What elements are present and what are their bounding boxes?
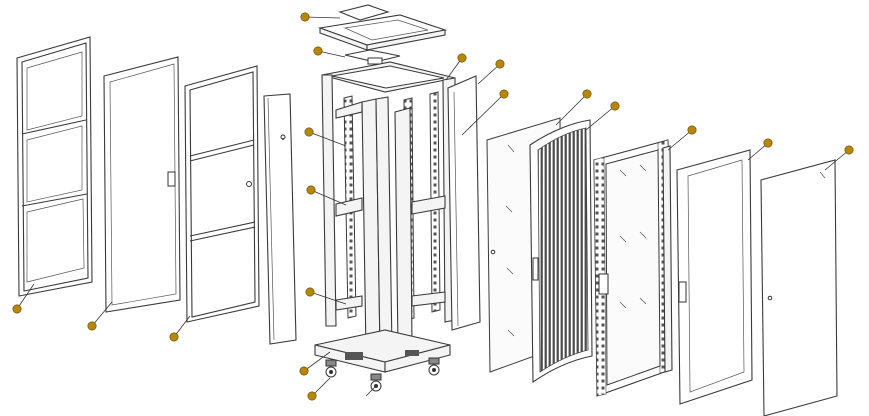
curved-slotted-door	[529, 119, 593, 384]
vertical-strip	[662, 145, 673, 373]
caster-wheels	[325, 357, 440, 392]
top-cover	[317, 4, 448, 65]
callout-marker	[169, 332, 179, 342]
callouts	[12, 12, 854, 401]
callout-marker	[305, 287, 315, 297]
door-handle-icon	[167, 171, 176, 187]
rear-side-panel	[447, 75, 481, 331]
callout-marker	[299, 366, 309, 376]
callout-marker	[582, 89, 592, 99]
left-mesh-door	[16, 36, 93, 297]
narrow-side-plate	[263, 93, 297, 345]
callout-marker	[763, 138, 773, 148]
side-panel-sectioned	[184, 65, 260, 323]
callout-marker	[844, 145, 854, 155]
callout-marker	[495, 59, 505, 69]
callout-marker	[87, 321, 97, 331]
glass-door-perforated-frame	[593, 139, 671, 397]
callout-marker	[610, 101, 620, 111]
callout-marker	[12, 304, 22, 314]
callout-marker	[306, 185, 316, 195]
callout-marker	[300, 12, 310, 22]
callout-marker	[304, 127, 314, 137]
callout-marker	[313, 46, 323, 56]
slotted-door	[103, 56, 181, 313]
rack-frame	[314, 61, 456, 373]
rear-flat-panel	[760, 159, 838, 416]
callout-marker	[457, 53, 467, 63]
mesh-door-right	[676, 149, 753, 405]
callout-marker	[307, 391, 317, 401]
callout-marker	[687, 125, 697, 135]
callout-marker	[499, 89, 509, 99]
